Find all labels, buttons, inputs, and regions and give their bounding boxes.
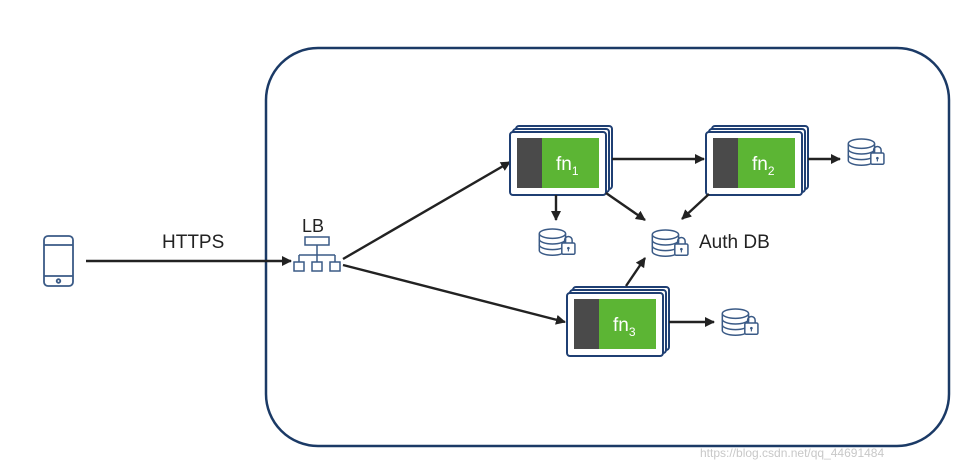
svg-text:fn3: fn3 bbox=[613, 315, 636, 339]
fn1-subscript: 1 bbox=[572, 164, 579, 178]
svg-text:fn1: fn1 bbox=[556, 154, 579, 178]
fn2-to-authdb-arrow bbox=[681, 193, 710, 220]
https-label: HTTPS bbox=[162, 232, 224, 253]
auth-database-lock-icon bbox=[651, 229, 689, 257]
cloud-boundary bbox=[264, 46, 951, 448]
fn2-database-lock-icon bbox=[847, 138, 885, 166]
fn3-subscript: 3 bbox=[629, 325, 636, 339]
fn3-database-lock-icon bbox=[721, 308, 759, 336]
fn2-subscript: 2 bbox=[768, 164, 775, 178]
function-card-fn3: fn3 bbox=[566, 286, 670, 357]
network-icon bbox=[293, 236, 341, 272]
function-card-fn1: fn1 bbox=[509, 125, 613, 196]
phone-icon bbox=[43, 235, 74, 287]
auth-db-label: Auth DB bbox=[699, 232, 770, 253]
function-card-fn2: fn2 bbox=[705, 125, 809, 196]
fn1-to-authdb-arrow bbox=[605, 192, 646, 221]
fn1-database-lock-icon bbox=[538, 228, 576, 256]
lb-label: LB bbox=[302, 216, 324, 236]
svg-text:fn2: fn2 bbox=[752, 154, 775, 178]
lb-to-fn3-arrow bbox=[342, 263, 566, 325]
watermark-text: https://blog.csdn.net/qq_44691484 bbox=[700, 446, 884, 460]
fn1-label: fn bbox=[556, 154, 572, 175]
fn2-label: fn bbox=[752, 154, 768, 175]
lb-to-fn1-arrow bbox=[342, 160, 511, 261]
fn3-label: fn bbox=[613, 315, 629, 336]
fn3-to-authdb-arrow bbox=[625, 257, 646, 287]
